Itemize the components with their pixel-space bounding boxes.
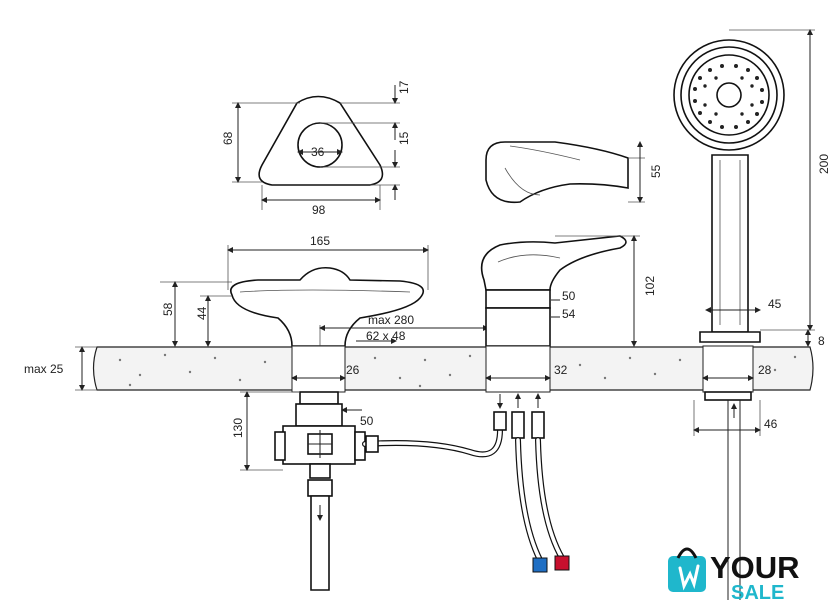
shopping-bag-icon xyxy=(668,547,706,592)
dim-98: 98 xyxy=(312,203,326,217)
dim-165: 165 xyxy=(310,234,330,248)
shower-hose xyxy=(693,391,761,600)
dim-32: 32 xyxy=(554,363,568,377)
countertop xyxy=(75,345,814,393)
dim-55: 55 xyxy=(649,164,663,178)
dim-26: 26 xyxy=(346,363,360,377)
dim-max-25: max 25 xyxy=(24,362,64,376)
logo-word-your: YOUR xyxy=(710,550,800,585)
diverter-valve-assembly xyxy=(240,391,366,591)
knob-top-view xyxy=(232,85,400,210)
dim-45: 45 xyxy=(768,297,782,311)
dim-50-mixer: 50 xyxy=(562,289,576,303)
dim-102: 102 xyxy=(643,276,657,296)
dim-28: 28 xyxy=(758,363,772,377)
spout-profile-view xyxy=(485,141,645,204)
dim-8: 8 xyxy=(818,334,825,348)
dim-max-280: max 280 xyxy=(368,313,414,327)
dim-17: 17 xyxy=(397,80,411,94)
dim-58: 58 xyxy=(161,302,175,316)
cold-water-connector xyxy=(532,557,548,573)
dim-44: 44 xyxy=(195,306,209,320)
supply-hoses xyxy=(362,393,570,573)
hot-water-connector xyxy=(554,555,570,571)
dim-68: 68 xyxy=(221,131,235,145)
dimension-labels: 17 68 36 15 98 55 200 165 58 44 102 50 5… xyxy=(24,80,831,438)
yoursale-logo: YOUR SALE xyxy=(668,547,800,604)
dim-46: 46 xyxy=(764,417,778,431)
mixer-body xyxy=(480,235,640,347)
logo-word-sale: SALE xyxy=(731,582,784,604)
dim-50-valve: 50 xyxy=(360,414,374,428)
dim-54: 54 xyxy=(562,307,576,321)
dim-36: 36 xyxy=(311,145,325,159)
diverter-knob-side xyxy=(160,245,489,347)
dim-200: 200 xyxy=(817,154,831,174)
hand-shower xyxy=(673,29,815,347)
dim-15: 15 xyxy=(397,131,411,145)
dim-62x48: 62 x 48 xyxy=(366,329,406,343)
dim-130: 130 xyxy=(231,418,245,438)
